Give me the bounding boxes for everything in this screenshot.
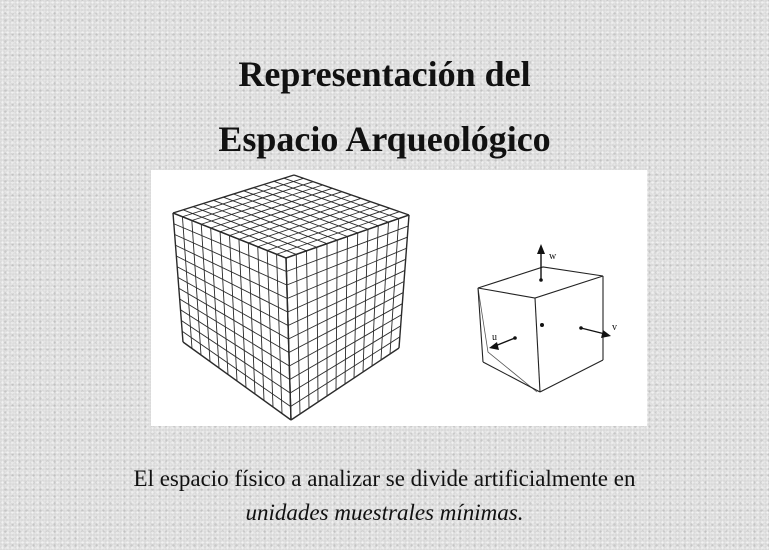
figure-panel: w u v (151, 170, 647, 426)
cube-grid-line (283, 177, 399, 220)
axis-label-u: u (492, 332, 497, 343)
axis-label-v: v (612, 322, 617, 333)
cube-grid-line (362, 229, 369, 373)
figure-illustration: w u v (172, 174, 617, 421)
cube-grid-line (247, 242, 256, 395)
unit-cube-axis-labels: w u v (492, 251, 617, 343)
slide-caption-line-1: El espacio físico a analizar se divide a… (133, 466, 636, 491)
unit-cube-illustration (477, 266, 604, 393)
cube-grid-line (353, 232, 359, 379)
slide-title-line-2: Espacio Arqueológico (218, 119, 551, 159)
cube-grid-line (289, 325, 401, 394)
cube-grid-line (276, 211, 400, 255)
cube-grid-line (257, 246, 265, 401)
cube-grid-line (290, 336, 401, 407)
cube-grid-line (293, 174, 410, 216)
unit-cube-axes (489, 244, 611, 350)
slide-caption-line-2: unidades muestrales mínimas. (245, 500, 524, 525)
cube-grid-line (180, 309, 290, 380)
cube-grid-line (267, 207, 390, 251)
cube-grid-line (266, 250, 274, 408)
cube-grid-line (182, 341, 292, 421)
cube-grid-line (181, 320, 291, 394)
slide-title-line-1: Representación del (238, 54, 531, 94)
cube-grid-line (238, 239, 247, 388)
axis-label-w: w (549, 251, 557, 262)
cube-grid-line (290, 347, 400, 421)
cube-grid-line (389, 218, 400, 355)
cube-grid-line (181, 330, 291, 407)
cube-grid-line (398, 214, 410, 349)
cube-grid-line (276, 254, 283, 414)
gridded-cube-illustration (172, 174, 410, 421)
cube-grid-line (178, 287, 290, 353)
cube-grid-line (371, 225, 379, 367)
cube-grid-line (380, 222, 389, 361)
